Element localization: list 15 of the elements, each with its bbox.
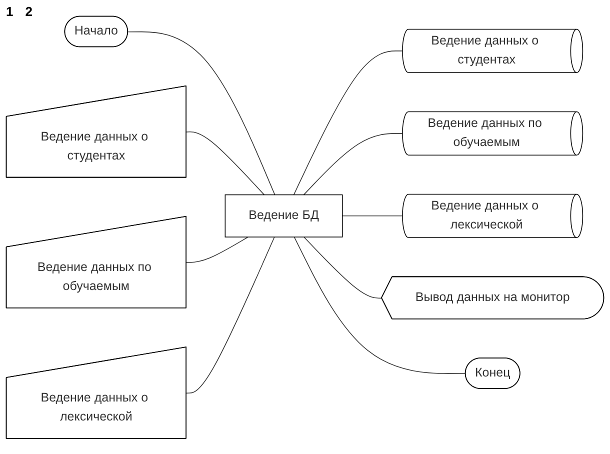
connector: [294, 236, 466, 374]
connector: [186, 131, 265, 195]
connector: [304, 236, 382, 298]
node-text: Ведение данных о студентах: [431, 34, 539, 66]
step-number: 2: [25, 4, 32, 19]
node-box: Ведение БД: [224, 194, 343, 238]
step-number: 1: [6, 4, 14, 19]
connector: [186, 236, 275, 394]
node-text: Ведение данных по обучаемым: [428, 116, 542, 149]
connector: [293, 50, 403, 195]
connector: [186, 236, 248, 263]
connector: [303, 132, 403, 195]
connector: [342, 215, 403, 216]
connector: [128, 31, 276, 195]
node-text: Ведение данных о лексической: [431, 199, 539, 232]
